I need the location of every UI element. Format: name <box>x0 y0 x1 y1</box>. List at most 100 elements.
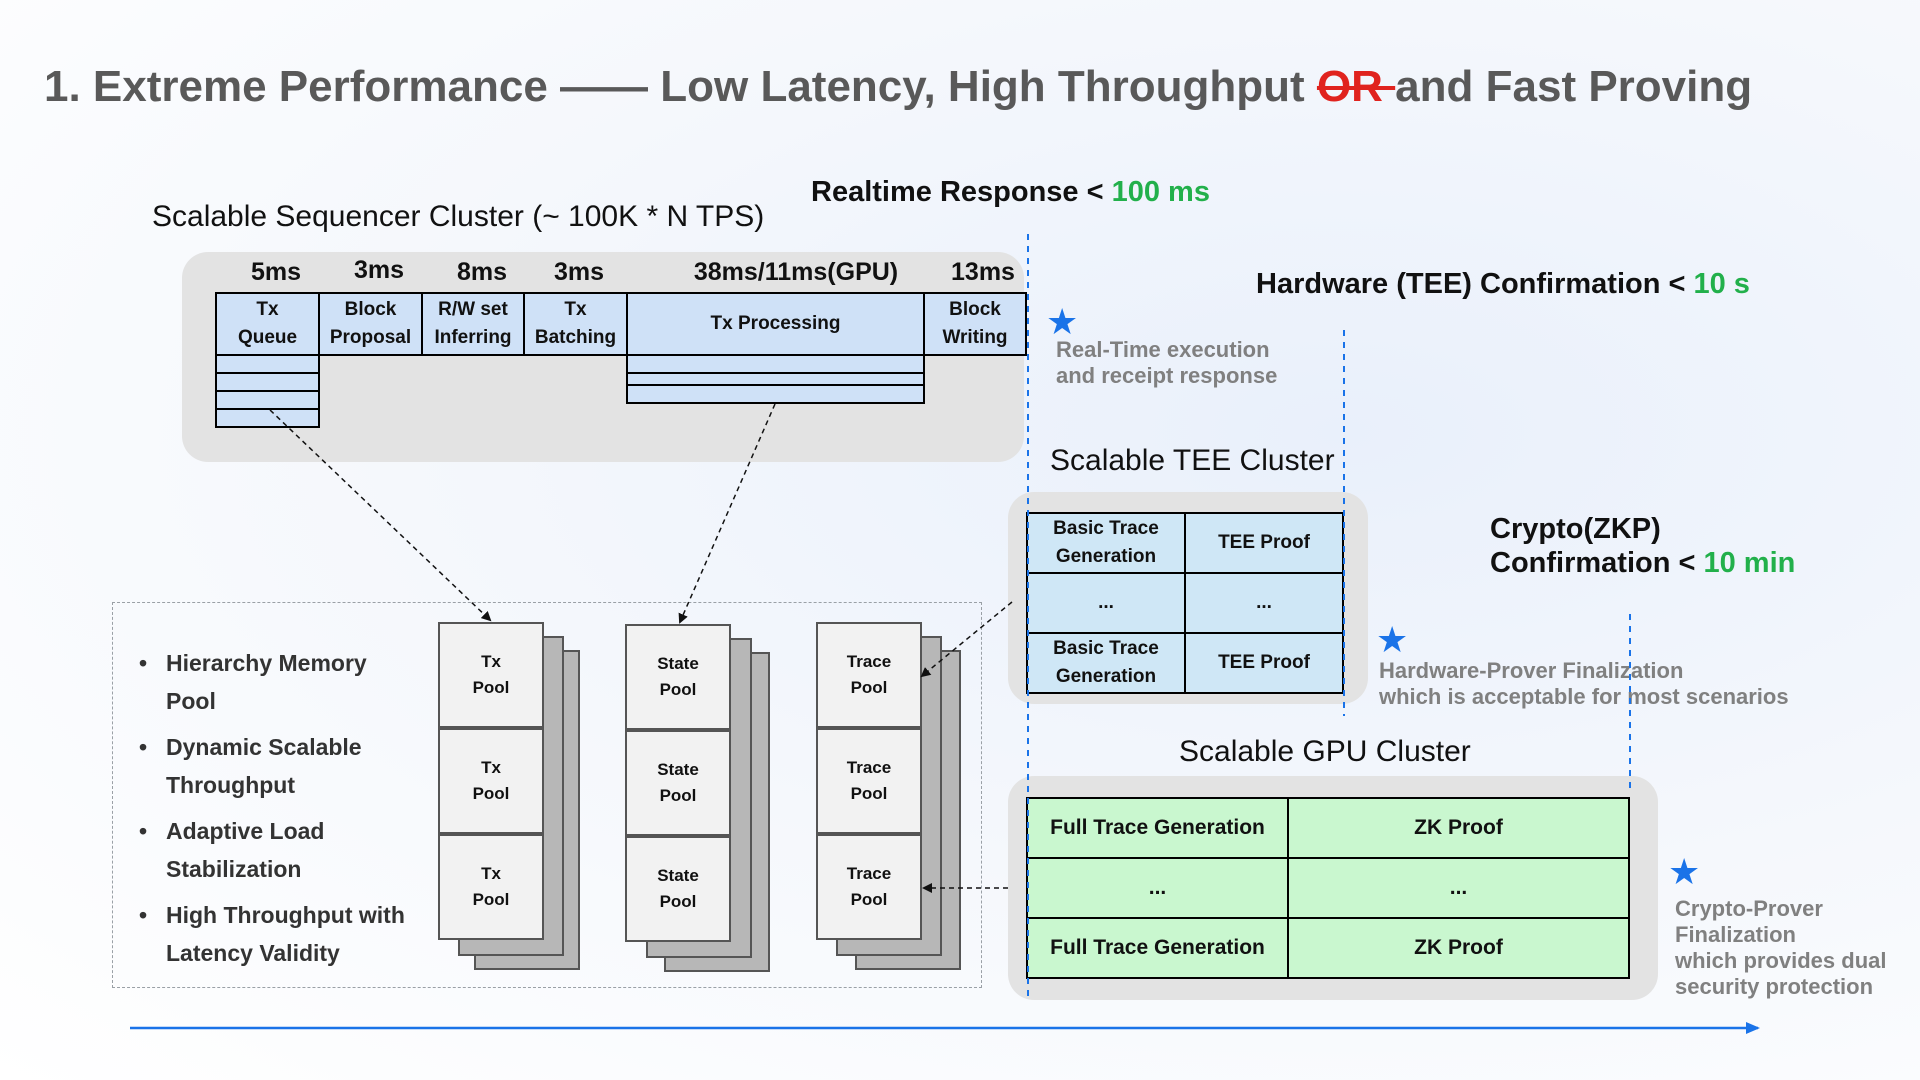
gpu-zk-proof-cell: ZK Proof <box>1287 797 1630 859</box>
tee-proof-cell: TEE Proof <box>1184 632 1344 694</box>
timing-rw-set: 8ms <box>456 258 508 286</box>
tee-cluster-label: Scalable TEE Cluster <box>1050 444 1335 477</box>
state-pool-line2: Pool <box>659 892 697 911</box>
gpu-row2-left: ... <box>1148 876 1167 899</box>
memory-pool-region <box>112 602 982 988</box>
tx-processing-to-state-pool-arrow <box>678 403 776 624</box>
crypto-note: Crypto-Prover Finalization which provide… <box>1675 896 1886 1000</box>
stage-block-writing-line2: Writing <box>942 327 1008 348</box>
hardware-confirmation-label: Hardware (TEE) Confirmation < <box>1256 268 1686 300</box>
star-icon: ★ <box>1668 851 1701 892</box>
realtime-note-line2: and receipt response <box>1056 363 1278 388</box>
stage-tx-queue-line1: Tx <box>256 299 279 320</box>
tx-pool-line2: Pool <box>472 678 510 697</box>
hardware-note-line1: Hardware-Prover Finalization <box>1379 658 1684 683</box>
tx-pool-line1: Tx <box>481 864 501 883</box>
hardware-confirmation-value: 10 s <box>1693 268 1750 300</box>
tx-queue-to-tx-pool-arrow <box>269 409 492 622</box>
stage-tx-queue-line2: Queue <box>237 327 298 348</box>
hardware-confirmation-metric: Hardware (TEE) Confirmation < 10 s <box>1256 268 1750 301</box>
crypto-note-line3: which provides dual <box>1675 948 1887 973</box>
trace-pool-line2: Pool <box>850 784 888 803</box>
crypto-note-line2: Finalization <box>1675 922 1796 947</box>
timing-block-proposal: 3ms <box>353 256 405 284</box>
crypto-note-line4: security protection <box>1675 974 1874 999</box>
tee-row3-left-line2: Generation <box>1055 666 1157 687</box>
feature-3-line2: Stabilization <box>166 856 302 882</box>
stage-rw-set-line1: R/W set <box>438 299 508 320</box>
realtime-note: Real-Time execution and receipt response <box>1056 337 1277 389</box>
stage-block-proposal-line2: Proposal <box>329 327 412 348</box>
hardware-note-line2: which is acceptable for most scenarios <box>1379 684 1789 709</box>
tee-row1-left-line2: Generation <box>1055 546 1157 567</box>
trace-pool-line1: Trace <box>846 864 892 883</box>
realtime-response-label: Realtime Response < <box>811 176 1104 208</box>
tee-ellipsis-cell: ... <box>1026 572 1186 634</box>
realtime-response-metric: Realtime Response < 100 ms <box>811 176 1210 209</box>
stage-tx-batching-line2: Batching <box>534 327 617 348</box>
trace-pool-line2: Pool <box>850 678 888 697</box>
stage-tx-processing: Tx Processing <box>626 292 925 356</box>
timing-tx-queue: 5ms <box>250 258 302 286</box>
star-icon: ★ <box>1046 301 1079 342</box>
trace-pool-line1: Trace <box>846 758 892 777</box>
timing-tx-batching: 3ms <box>553 258 605 286</box>
state-pool-line1: State <box>657 866 699 885</box>
state-pool-line1: State <box>657 654 699 673</box>
feature-2-line2: Throughput <box>166 772 296 798</box>
stage-tx-processing-label: Tx Processing <box>710 313 841 334</box>
trace-pool-line2: Pool <box>850 890 888 909</box>
gpu-row1-left: Full Trace Generation <box>1050 816 1265 839</box>
tee-to-trace-pool-arrow <box>920 601 1013 678</box>
feature-2-line1: Dynamic Scalable <box>166 734 362 760</box>
star-icon: ★ <box>1376 619 1409 660</box>
state-pool-line1: State <box>657 760 699 779</box>
crypto-confirmation-value: 10 min <box>1703 547 1796 579</box>
tx-processing-slot <box>626 384 925 404</box>
tee-row3-left-line1: Basic Trace <box>1053 638 1159 659</box>
title-struck-text: OR <box>1316 62 1396 111</box>
state-pool-line2: Pool <box>659 786 697 805</box>
timing-block-writing: 13ms <box>951 258 1015 286</box>
feature-3-line1: Adaptive Load <box>166 818 325 844</box>
trace-pool-line1: Trace <box>846 652 892 671</box>
gpu-row3-left: Full Trace Generation <box>1050 936 1265 959</box>
tee-row1-right: TEE Proof <box>1218 532 1310 553</box>
feature-4-line2: Latency Validity <box>166 940 340 966</box>
tx-pool-line1: Tx <box>481 758 501 777</box>
tee-row2-left: ... <box>1098 592 1114 613</box>
tx-pool-line2: Pool <box>472 890 510 909</box>
tx-pool-line1: Tx <box>481 652 501 671</box>
stage-block-writing-line1: Block <box>949 299 1001 320</box>
feature-1-line2: Pool <box>166 688 216 714</box>
crypto-confirmation-label-2: Confirmation < <box>1490 547 1696 579</box>
tee-row3-right: TEE Proof <box>1218 652 1310 673</box>
state-pool-line2: Pool <box>659 680 697 699</box>
title-suffix: and Fast Proving <box>1395 62 1753 111</box>
tx-queue-slot <box>215 408 320 428</box>
gpu-row2-right: ... <box>1449 876 1468 899</box>
gpu-row1-right: ZK Proof <box>1414 816 1503 839</box>
tee-row1-left-line1: Basic Trace <box>1053 518 1159 539</box>
crypto-confirmation-label-1: Crypto(ZKP) <box>1490 513 1661 545</box>
gpu-row3-right: ZK Proof <box>1414 936 1503 959</box>
page-title: 1. Extreme Performance —— Low Latency, H… <box>44 62 1752 112</box>
stage-tx-batching-line1: Tx <box>564 299 587 320</box>
